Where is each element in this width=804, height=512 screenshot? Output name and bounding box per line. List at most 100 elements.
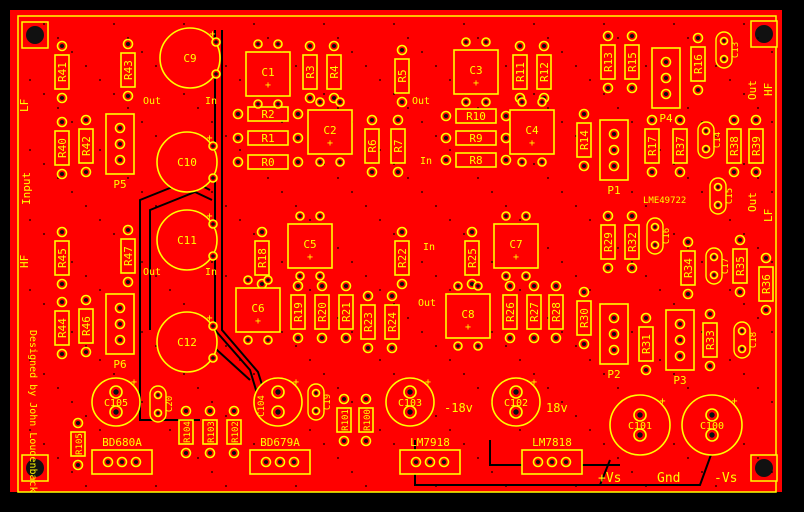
io-labels: Out In Out In Out In In Out	[143, 96, 436, 309]
resistor-label: R26	[504, 302, 517, 322]
via	[771, 191, 773, 193]
via	[687, 247, 689, 249]
resistor-r18: R18	[254, 226, 270, 290]
via	[449, 149, 451, 151]
via	[449, 429, 451, 431]
polarity-mark: +	[473, 78, 479, 89]
via	[631, 191, 633, 193]
resistor-label: R19	[292, 302, 305, 322]
capacitor-c18: C18	[733, 321, 759, 359]
via	[155, 205, 157, 207]
via	[239, 79, 241, 81]
resistor-r0: R0	[232, 154, 304, 170]
resistor-r36: R36	[758, 252, 774, 316]
via	[99, 289, 101, 291]
capacitor-label: C7	[509, 238, 522, 251]
resistor-r37: R37	[672, 114, 688, 178]
resistor-label: R32	[626, 232, 639, 252]
via	[225, 205, 227, 207]
via	[323, 93, 325, 95]
capacitor-label: C100	[700, 421, 724, 432]
via	[253, 443, 255, 445]
resistor-label: R102	[231, 421, 241, 443]
resistor-label: R35	[734, 256, 747, 276]
via	[603, 23, 605, 25]
via	[687, 107, 689, 109]
via	[743, 93, 745, 95]
via	[533, 93, 535, 95]
via	[687, 457, 689, 459]
via	[225, 275, 227, 277]
pot-p2: P2	[599, 303, 629, 381]
via	[211, 121, 213, 123]
resistor-label: R3	[304, 65, 317, 78]
via	[463, 23, 465, 25]
via	[743, 23, 745, 25]
via	[603, 93, 605, 95]
via	[239, 149, 241, 151]
via	[379, 359, 381, 361]
via	[435, 485, 437, 487]
via	[71, 121, 73, 123]
via	[85, 65, 87, 67]
via	[29, 359, 31, 361]
resistor-label: R33	[704, 330, 717, 350]
via	[379, 219, 381, 221]
via	[85, 485, 87, 487]
via	[449, 289, 451, 291]
resistor-label: R18	[256, 248, 269, 268]
power-plus-vs: +Vs	[598, 471, 621, 486]
capacitor-label: C101	[628, 421, 652, 432]
polarity-mark: +	[265, 80, 271, 91]
supply-pos18: 18v	[546, 401, 568, 415]
via	[407, 37, 409, 39]
round-capacitor-group: C9+C10+C11+C12+C105+C103+C102+C101+C100+…	[91, 27, 743, 456]
resistor-label: R14	[578, 130, 591, 150]
via	[435, 415, 437, 417]
via	[253, 373, 255, 375]
capacitor-c14: C14	[697, 121, 723, 159]
via	[477, 387, 479, 389]
via	[659, 359, 661, 361]
resistor-label: R24	[386, 312, 399, 332]
via	[575, 345, 577, 347]
via	[645, 485, 647, 487]
via	[379, 79, 381, 81]
chip-bd679a: BD679A	[249, 436, 311, 475]
via	[323, 373, 325, 375]
via	[547, 107, 549, 109]
via	[771, 121, 773, 123]
via	[757, 457, 759, 459]
via	[561, 191, 563, 193]
via	[561, 401, 563, 403]
via	[589, 219, 591, 221]
via	[323, 23, 325, 25]
via	[561, 261, 563, 263]
via	[673, 303, 675, 305]
via	[155, 275, 157, 277]
resistor-label: R15	[626, 52, 639, 72]
via	[169, 429, 171, 431]
via	[183, 373, 185, 375]
via	[253, 23, 255, 25]
via	[29, 289, 31, 291]
resistor-label: R23	[362, 312, 375, 332]
capacitor-label: C13	[731, 42, 741, 58]
via	[631, 471, 633, 473]
resistor-label: R31	[640, 334, 653, 354]
via	[743, 233, 745, 235]
via	[519, 359, 521, 361]
polarity-mark: +	[206, 313, 212, 324]
via	[491, 191, 493, 193]
via	[85, 205, 87, 207]
resistor-r43: R43	[120, 38, 136, 102]
via	[757, 317, 759, 319]
via	[225, 65, 227, 67]
capacitor-c10: C10+	[156, 131, 218, 193]
io-out-3: Out	[412, 96, 430, 107]
via	[505, 205, 507, 207]
resistor-r103: R103	[202, 405, 218, 459]
resistor-label: R38	[728, 136, 741, 156]
via	[127, 107, 129, 109]
via	[295, 65, 297, 67]
